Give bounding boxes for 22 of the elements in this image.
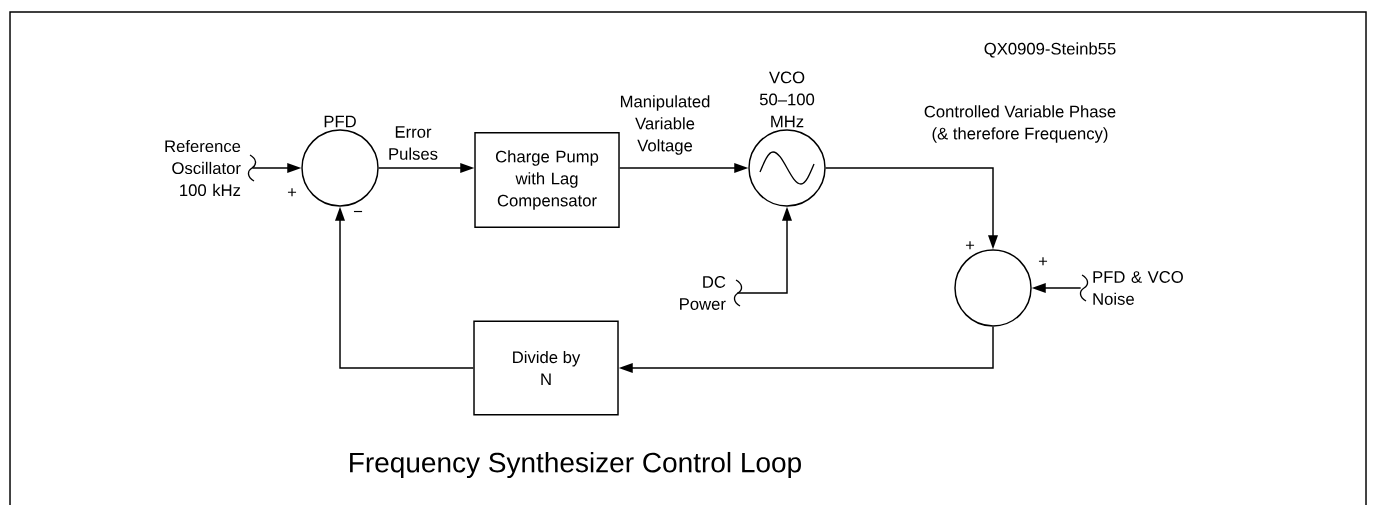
process-box: Divide by N: [473, 320, 619, 416]
arrow: [825, 167, 998, 250]
edge-label: Error Pulses: [389, 126, 438, 160]
drawing-number: QX0909-Steinb55: [984, 42, 1116, 58]
edge-label: Manipulated Variable Voltage: [620, 95, 710, 155]
node-label: VCO 50–100 MHz: [759, 71, 815, 128]
summing-junction: [954, 249, 1032, 327]
process-box: Charge Pump with Lag Compensator: [474, 131, 620, 229]
arrow: [619, 163, 749, 173]
arrow: [335, 206, 474, 369]
input-label: Reference Oscillator 100 kHz: [165, 139, 241, 197]
arrow: [736, 206, 792, 294]
arrow: [378, 163, 475, 173]
arrow: [251, 163, 302, 173]
arrow: [618, 326, 994, 373]
input-label: PFD & VCO Noise: [1093, 271, 1183, 305]
edge-label: Controlled Variable Phase (& therefore Frequency): [924, 105, 1116, 143]
caption: Frequency Synthesizer Control Loop: [350, 451, 801, 479]
arrow: [1031, 283, 1082, 293]
input-label: DC Power: [680, 276, 726, 310]
node-label: PFD: [324, 115, 356, 128]
sign-mark: −: [353, 210, 363, 213]
